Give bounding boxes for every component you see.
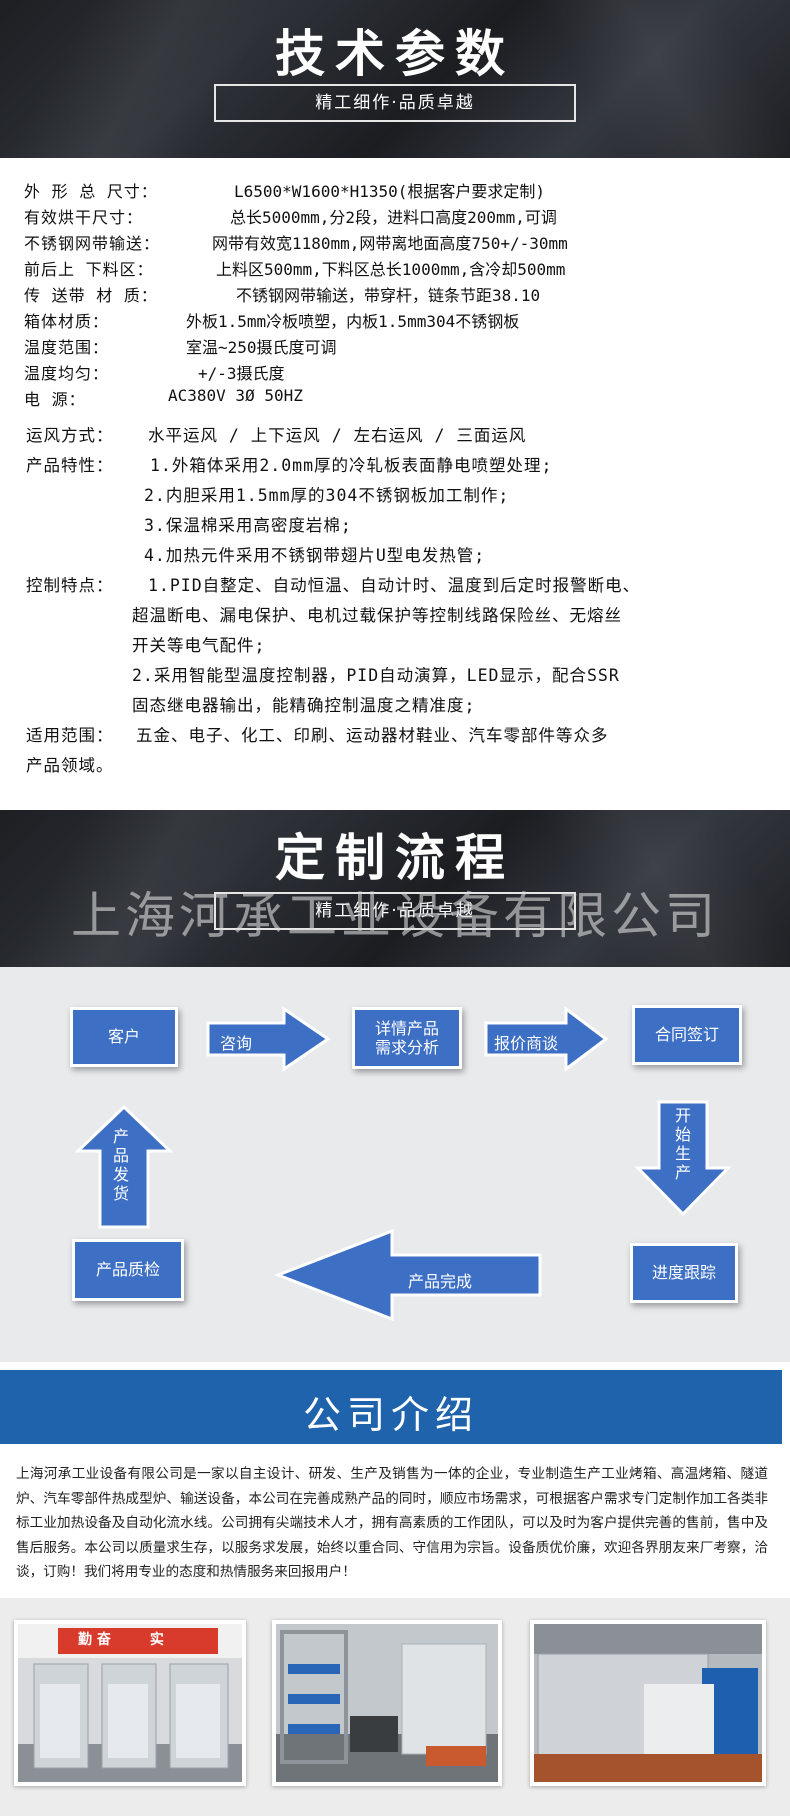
flow-quote: 报价商谈 bbox=[494, 1034, 559, 1053]
flow-complete: 产品完成 bbox=[408, 1272, 473, 1291]
control-label: 控制特点： bbox=[26, 576, 114, 595]
company-watermark: 上海河承工业设备有限公司 bbox=[71, 887, 719, 945]
complete-arrow-icon bbox=[273, 1228, 542, 1322]
scope-line: 产品领域。 bbox=[26, 756, 114, 775]
flow-customer: 客户 bbox=[70, 1007, 178, 1067]
vertical-char: 品 bbox=[112, 1146, 129, 1165]
control-line: 固态继电器输出，能精确控制温度之精准度; bbox=[132, 696, 476, 715]
control-line: 1.PID自整定、自动恒温、自动计时、温度到后定时报警断电、 bbox=[148, 576, 641, 595]
control-line: 超温断电、漏电保护、电机过载保护等控制线路保险丝、无熔丝 bbox=[132, 606, 622, 625]
factory-photo: 勤 奋 实 bbox=[14, 1620, 246, 1786]
oven-photo-icon bbox=[18, 1624, 242, 1782]
scope-label: 适用范围： bbox=[26, 726, 114, 745]
product-item: 4.加热元件采用不锈钢带翅片U型电发热管; bbox=[144, 546, 486, 565]
flow-analysis-line: 详情产品 bbox=[374, 1019, 439, 1038]
spec-label: 外 形 总 尺寸： bbox=[24, 182, 158, 201]
control-line: 开关等电气配件; bbox=[132, 636, 266, 655]
tech-banner-subtitle: 精工细作·品质卓越 bbox=[214, 84, 576, 122]
custom-banner: 定制流程 精工细作·品质卓越 上海河承工业设备有限公司 bbox=[0, 810, 790, 968]
spec-value: +/-3摄氏度 bbox=[198, 364, 285, 383]
flow-shipping: 产 品 发 货 bbox=[109, 1127, 133, 1203]
tech-banner: 技术参数 精工细作·品质卓越 bbox=[0, 0, 790, 158]
control-line: 2.采用智能型温度控制器，PID自动演算，LED显示，配合SSR bbox=[132, 666, 620, 685]
start-production-arrow-icon bbox=[634, 1100, 732, 1217]
spec-label: 前后上 下料区： bbox=[24, 260, 154, 279]
airflow-label: 运风方式： bbox=[26, 426, 114, 445]
flow-inspection: 产品质检 bbox=[72, 1239, 184, 1301]
spec-label: 电 源： bbox=[24, 390, 86, 409]
photo-gallery: 勤 奋 实 bbox=[0, 1598, 790, 1816]
vertical-char: 生 bbox=[674, 1144, 691, 1163]
assembly-photo-icon bbox=[276, 1624, 498, 1782]
spec-value: 不锈钢网带输送，带穿杆，链条节距38.10 bbox=[236, 286, 541, 305]
scope-line: 五金、电子、化工、印刷、运动器材鞋业、汽车零部件等众多 bbox=[136, 726, 609, 745]
machine-photo-icon bbox=[534, 1624, 762, 1782]
production-photo bbox=[530, 1620, 766, 1786]
flow-tracking: 进度跟踪 bbox=[630, 1243, 738, 1303]
photo-sign: 勤 奋 实 bbox=[78, 1632, 164, 1648]
tech-banner-title: 技术参数 bbox=[275, 25, 515, 83]
company-title: 公司介绍 bbox=[302, 1393, 479, 1437]
product-item: 2.内胆采用1.5mm厚的304不锈钢板加工制作; bbox=[144, 486, 510, 505]
spec-label: 箱体材质： bbox=[24, 312, 110, 331]
consult-arrow-icon bbox=[206, 1006, 331, 1072]
spec-value: 外板1.5mm冷板喷塑，内板1.5mm304不锈钢板 bbox=[186, 312, 520, 331]
company-intro: 上海河承工业设备有限公司是一家以自主设计、研发、生产及销售为一体的企业，专业制造… bbox=[16, 1466, 768, 1580]
vertical-char: 产 bbox=[112, 1127, 129, 1146]
spec-value: 室温~250摄氏度可调 bbox=[186, 338, 337, 357]
company-header: 公司介绍 bbox=[0, 1370, 782, 1444]
flow-contract: 合同签订 bbox=[632, 1005, 742, 1065]
spec-value: AC380V 3Ø 50HZ bbox=[168, 386, 303, 405]
flow-start-production: 开 始 生 产 bbox=[671, 1106, 695, 1182]
flow-analysis-line: 需求分析 bbox=[374, 1038, 439, 1057]
spec-value: 网带有效宽1180mm,网带离地面高度750+/-30mm bbox=[212, 234, 568, 253]
spec-value: L6500*W1600*H1350(根据客户要求定制) bbox=[234, 182, 546, 201]
spec-value: 上料区500mm,下料区总长1000mm,含冷却500mm bbox=[216, 260, 566, 279]
flow-diagram: 客户 咨询 详情产品 需求分析 报价商谈 合同签订 开 始 生 产 进度跟踪 产… bbox=[0, 967, 790, 1362]
spec-label: 有效烘干尺寸： bbox=[24, 208, 144, 227]
spec-value: 总长5000mm,分2段，进料口高度200mm,可调 bbox=[230, 208, 557, 227]
workshop-photo bbox=[272, 1620, 502, 1786]
vertical-char: 货 bbox=[112, 1184, 129, 1203]
quote-arrow-icon bbox=[484, 1006, 609, 1072]
spec-label: 传 送带 材 质： bbox=[24, 286, 158, 305]
vertical-char: 产 bbox=[674, 1163, 691, 1182]
custom-banner-title: 定制流程 bbox=[275, 829, 515, 887]
shipping-arrow-icon bbox=[74, 1104, 174, 1229]
product-item: 1.外箱体采用2.0mm厚的冷轧板表面静电喷塑处理; bbox=[150, 456, 553, 475]
spec-label: 不锈钢网带输送： bbox=[24, 234, 161, 253]
vertical-char: 开 bbox=[674, 1106, 691, 1125]
vertical-char: 发 bbox=[112, 1165, 129, 1184]
product-label: 产品特性： bbox=[26, 456, 114, 475]
flow-analysis: 详情产品 需求分析 bbox=[352, 1007, 462, 1069]
spec-label: 温度范围： bbox=[24, 338, 110, 357]
spec-label: 温度均匀： bbox=[24, 364, 110, 383]
product-item: 3.保温棉采用高密度岩棉; bbox=[144, 516, 352, 535]
vertical-char: 始 bbox=[674, 1125, 691, 1144]
flow-consult: 咨询 bbox=[220, 1034, 253, 1053]
airflow-value: 水平运风 / 上下运风 / 左右运风 / 三面运风 bbox=[148, 426, 527, 445]
